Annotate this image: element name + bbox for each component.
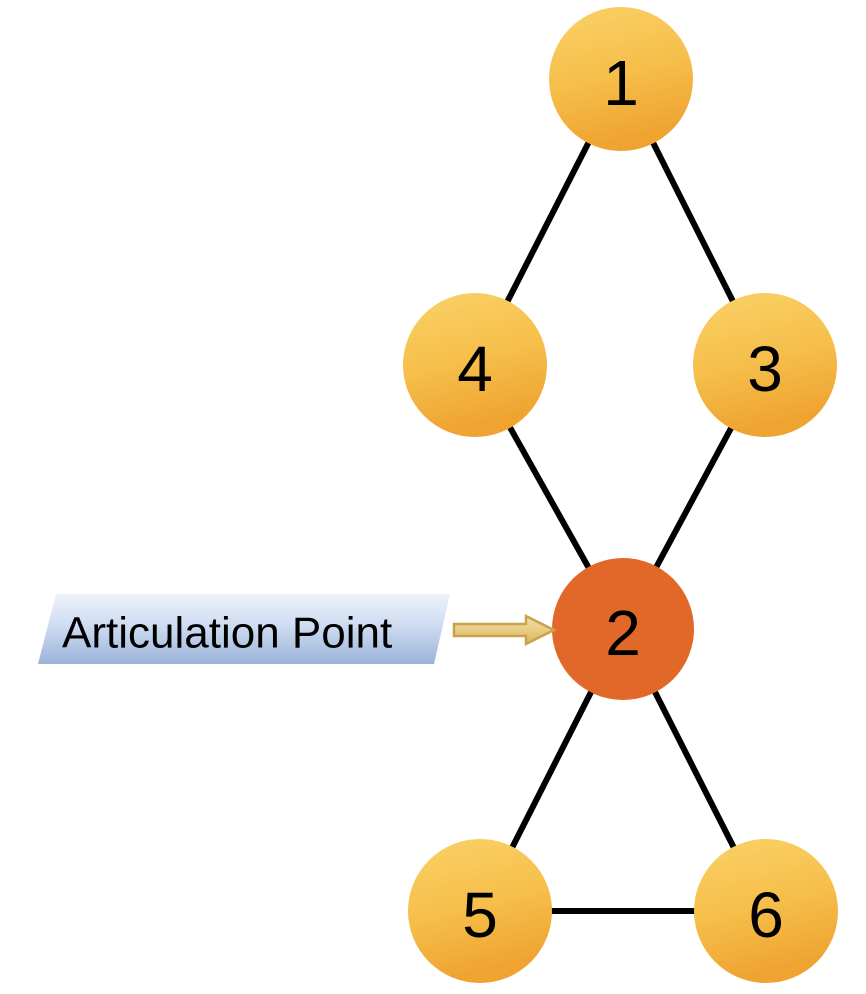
node-2-articulation-point[interactable]: 2 bbox=[552, 558, 694, 700]
node-4[interactable]: 4 bbox=[403, 293, 547, 437]
edges-layer bbox=[472, 77, 769, 914]
node-4-circle[interactable] bbox=[403, 293, 547, 437]
nodes-layer: 1 4 3 2 5 6 bbox=[403, 7, 838, 983]
annotation-label: Articulation Point bbox=[62, 609, 392, 658]
node-6-label: 6 bbox=[748, 879, 784, 951]
node-5[interactable]: 5 bbox=[408, 839, 552, 983]
node-1-label: 1 bbox=[603, 47, 639, 119]
node-1[interactable]: 1 bbox=[549, 7, 693, 151]
node-2-circle[interactable] bbox=[552, 558, 694, 700]
node-1-circle[interactable] bbox=[549, 7, 693, 151]
node-6-circle[interactable] bbox=[694, 839, 838, 983]
node-4-label: 4 bbox=[457, 333, 493, 405]
node-3-circle[interactable] bbox=[693, 293, 837, 437]
annotation-arrow-icon bbox=[452, 613, 557, 647]
node-5-label: 5 bbox=[462, 879, 498, 951]
node-3-label: 3 bbox=[747, 333, 783, 405]
node-6[interactable]: 6 bbox=[694, 839, 838, 983]
node-2-label: 2 bbox=[605, 597, 641, 669]
arrow-shape bbox=[452, 613, 557, 647]
annotation-articulation-point: Articulation Point bbox=[38, 594, 557, 664]
node-3[interactable]: 3 bbox=[693, 293, 837, 437]
annotation-callout-box bbox=[38, 594, 450, 664]
node-5-circle[interactable] bbox=[408, 839, 552, 983]
